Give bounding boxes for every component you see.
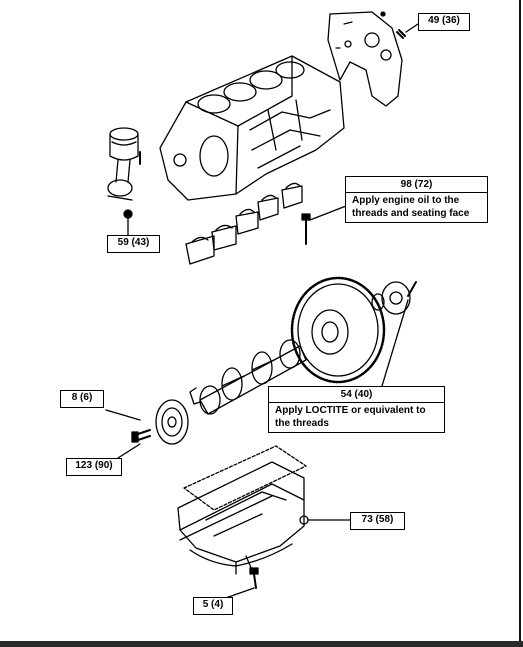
leader-8 xyxy=(105,409,141,421)
torque-value-8: 8 (6) xyxy=(71,392,93,403)
torque-callout-73: 73 (58) xyxy=(350,512,405,530)
torque-value-123: 123 (90) xyxy=(75,460,113,471)
crankshaft-pulley xyxy=(155,399,189,445)
piston-and-connecting-rod xyxy=(107,127,141,201)
torque-value-5: 5 (4) xyxy=(202,599,224,610)
oil-pan xyxy=(177,461,305,575)
rod-nut xyxy=(123,209,133,219)
adapter-plate xyxy=(371,281,411,315)
torque-callout-8: 8 (6) xyxy=(60,390,104,408)
torque-value-98: 98 (72) xyxy=(346,177,487,193)
torque-callout-123: 123 (90) xyxy=(66,458,122,476)
torque-callout-54: 54 (40) Apply LOCTITE or equivalent to t… xyxy=(268,386,445,433)
flywheel xyxy=(290,276,386,384)
torque-callout-98: 98 (72) Apply engine oil to the threads … xyxy=(345,176,488,223)
torque-value-49: 49 (36) xyxy=(428,15,460,26)
torque-value-59: 59 (43) xyxy=(117,237,150,248)
main-cap-bolt xyxy=(301,213,311,245)
page-edge-rule xyxy=(519,0,521,641)
leader-98 xyxy=(309,205,347,221)
leader-54 xyxy=(381,299,409,387)
plate-bolt xyxy=(380,11,406,39)
torque-value-54: 54 (40) xyxy=(269,387,444,403)
pulley-bolt xyxy=(131,429,151,443)
rear-plate xyxy=(327,11,403,107)
torque-callout-59: 59 (43) xyxy=(107,235,160,253)
oil-pan-gasket xyxy=(183,445,307,511)
flywheel-bolt xyxy=(407,281,417,297)
leader-49 xyxy=(405,23,419,33)
oil-pan-bolt xyxy=(249,567,259,589)
torque-callout-49: 49 (36) xyxy=(418,13,470,31)
main-bearing-caps xyxy=(185,182,303,265)
leader-123 xyxy=(117,443,141,459)
cylinder-block xyxy=(159,55,345,201)
crankshaft xyxy=(189,339,307,415)
bottom-bar xyxy=(0,641,523,647)
torque-value-73: 73 (58) xyxy=(361,514,394,525)
torque-callout-5: 5 (4) xyxy=(193,597,233,615)
torque-note-98: Apply engine oil to the threads and seat… xyxy=(352,195,470,219)
torque-note-54: Apply LOCTITE or equivalent to the threa… xyxy=(275,405,426,429)
